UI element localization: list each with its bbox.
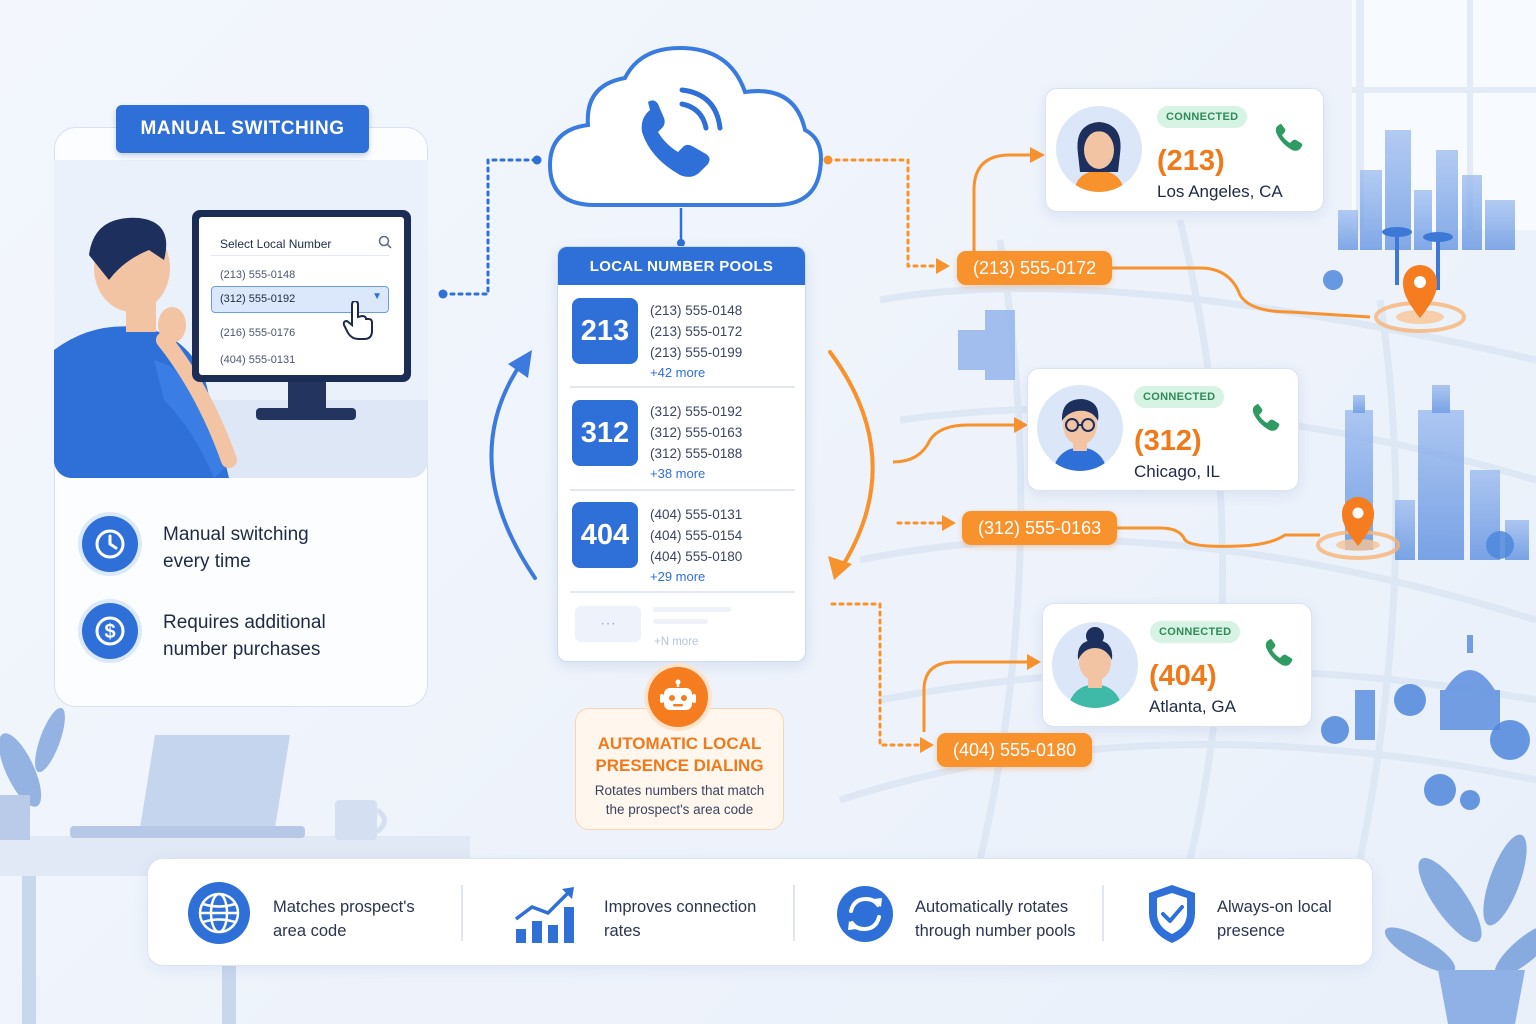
number-pill-213: (213) 555-0172 xyxy=(957,251,1113,285)
contact-area-code: (312) xyxy=(1134,425,1202,457)
placeholder-more: +N more xyxy=(654,636,699,648)
benefits-bar: Matches prospect's area code Improves co… xyxy=(147,858,1373,966)
benefit-line: Automatically rotates xyxy=(915,898,1069,916)
benefit-line: Improves connection xyxy=(604,898,757,916)
divider xyxy=(570,489,795,491)
divider xyxy=(570,591,795,593)
pool-number: (213) 555-0148 xyxy=(650,303,743,318)
monitor: Select Local Number (213) 555-0148 (312)… xyxy=(192,210,411,382)
phone-icon[interactable] xyxy=(1262,636,1296,670)
contact-area-code: (213) xyxy=(1157,145,1225,177)
pool-more-link[interactable]: +38 more xyxy=(650,466,706,481)
robot-icon xyxy=(648,667,708,727)
feature-line: Manual switching xyxy=(163,524,309,545)
pool-more-link[interactable]: +42 more xyxy=(650,365,706,380)
contact-card-atlanta[interactable]: CONNECTED (404) Atlanta, GA xyxy=(1042,603,1312,727)
pool-number: (312) 555-0192 xyxy=(650,404,743,419)
growth-chart-icon xyxy=(514,887,574,943)
search-icon[interactable] xyxy=(378,235,392,249)
placeholder-badge: ··· xyxy=(575,606,641,642)
pool-group-312: (312) 555-0192 (312) 555-0163 (312) 555-… xyxy=(650,401,742,484)
dollar-icon: $ xyxy=(82,603,138,659)
pool-number: (213) 555-0199 xyxy=(650,345,743,360)
avatar xyxy=(1056,106,1142,192)
pool-number: (404) 555-0180 xyxy=(650,549,743,564)
number-option[interactable]: (404) 555-0131 xyxy=(220,354,296,366)
placeholder-line xyxy=(653,607,731,612)
manual-switching-title: MANUAL SWITCHING xyxy=(116,105,369,153)
shield-check-icon xyxy=(1149,885,1195,943)
automatic-title-line: PRESENCE DIALING xyxy=(595,756,764,775)
monitor-base xyxy=(256,408,356,420)
placeholder-line xyxy=(653,619,708,624)
benefit-line: Matches prospect's xyxy=(273,898,415,916)
clock-icon xyxy=(82,516,138,572)
contact-city: Chicago, IL xyxy=(1134,462,1220,481)
pool-group-213: (213) 555-0148 (213) 555-0172 (213) 555-… xyxy=(650,300,742,383)
benefit-rotates-pools: Automatically rotates through number poo… xyxy=(915,895,1076,943)
monitor-stand xyxy=(288,382,326,412)
cloud-phone-icon xyxy=(547,45,823,207)
local-number-pools-panel: LOCAL NUMBER POOLS 213 (213) 555-0148 (2… xyxy=(557,246,806,662)
divider xyxy=(793,885,795,941)
rotate-icon xyxy=(837,886,893,942)
area-code-badge: 404 xyxy=(572,502,638,568)
benefit-line: presence xyxy=(1217,922,1285,940)
contact-city: Atlanta, GA xyxy=(1149,697,1236,716)
selected-number-option[interactable]: (312) 555-0192 ▼ xyxy=(211,286,389,313)
benefit-line: rates xyxy=(604,922,641,940)
benefit-local-presence: Always-on local presence xyxy=(1217,895,1332,943)
pool-number: (404) 555-0131 xyxy=(650,507,743,522)
pool-more-link[interactable]: +29 more xyxy=(650,569,706,584)
pool-number: (404) 555-0154 xyxy=(650,528,743,543)
feature-line: number purchases xyxy=(163,639,321,660)
svg-text:$: $ xyxy=(104,621,115,643)
selected-number-text: (312) 555-0192 xyxy=(220,293,296,305)
automatic-desc-line: Rotates numbers that match xyxy=(594,783,765,798)
feature-line: Requires additional xyxy=(163,612,326,633)
benefit-improves-rates: Improves connection rates xyxy=(604,895,756,943)
feature-manual-switching: Manual switching every time xyxy=(163,521,309,575)
number-pill-404: (404) 555-0180 xyxy=(937,733,1093,767)
pool-number: (213) 555-0172 xyxy=(650,324,743,339)
number-pill-312: (312) 555-0163 xyxy=(962,511,1118,545)
contact-card-los-angeles[interactable]: CONNECTED (213) Los Angeles, CA xyxy=(1045,88,1324,212)
benefit-line: Always-on local xyxy=(1217,898,1332,916)
number-option[interactable]: (216) 555-0176 xyxy=(220,327,296,339)
area-code-badge: 312 xyxy=(572,400,638,466)
pool-group-404: (404) 555-0131 (404) 555-0154 (404) 555-… xyxy=(650,504,742,587)
status-badge: CONNECTED xyxy=(1157,106,1248,128)
automatic-title-line: AUTOMATIC LOCAL xyxy=(597,734,762,753)
pool-number: (312) 555-0188 xyxy=(650,446,743,461)
phone-icon[interactable] xyxy=(1272,121,1306,155)
avatar xyxy=(1037,385,1123,471)
phone-icon[interactable] xyxy=(1249,401,1283,435)
feature-line: every time xyxy=(163,551,251,572)
status-badge: CONNECTED xyxy=(1150,621,1241,643)
divider xyxy=(1102,885,1104,941)
divider xyxy=(461,885,463,941)
globe-icon xyxy=(188,882,250,944)
benefit-line: through number pools xyxy=(915,922,1076,940)
pool-title: LOCAL NUMBER POOLS xyxy=(558,247,805,285)
automatic-description: Rotates numbers that match the prospect'… xyxy=(576,781,783,819)
benefit-matches-area-code: Matches prospect's area code xyxy=(273,895,415,943)
benefit-line: area code xyxy=(273,922,347,940)
pool-number: (312) 555-0163 xyxy=(650,425,743,440)
contact-card-chicago[interactable]: CONNECTED (312) Chicago, IL xyxy=(1027,368,1299,491)
automatic-title: AUTOMATIC LOCAL PRESENCE DIALING xyxy=(576,733,783,777)
area-code-badge: 213 xyxy=(572,298,638,364)
contact-city: Los Angeles, CA xyxy=(1157,182,1283,201)
divider xyxy=(570,386,795,388)
chevron-down-icon: ▼ xyxy=(372,291,382,302)
feature-additional-purchases: Requires additional number purchases xyxy=(163,609,326,663)
monitor-screen: Select Local Number (213) 555-0148 (312)… xyxy=(199,217,404,375)
select-number-title: Select Local Number xyxy=(220,237,332,251)
contact-area-code: (404) xyxy=(1149,660,1217,692)
number-option[interactable]: (213) 555-0148 xyxy=(220,269,296,281)
hand-cursor-icon xyxy=(342,301,373,340)
status-badge: CONNECTED xyxy=(1134,386,1225,408)
avatar xyxy=(1052,622,1138,708)
automatic-desc-line: the prospect's area code xyxy=(605,802,754,817)
